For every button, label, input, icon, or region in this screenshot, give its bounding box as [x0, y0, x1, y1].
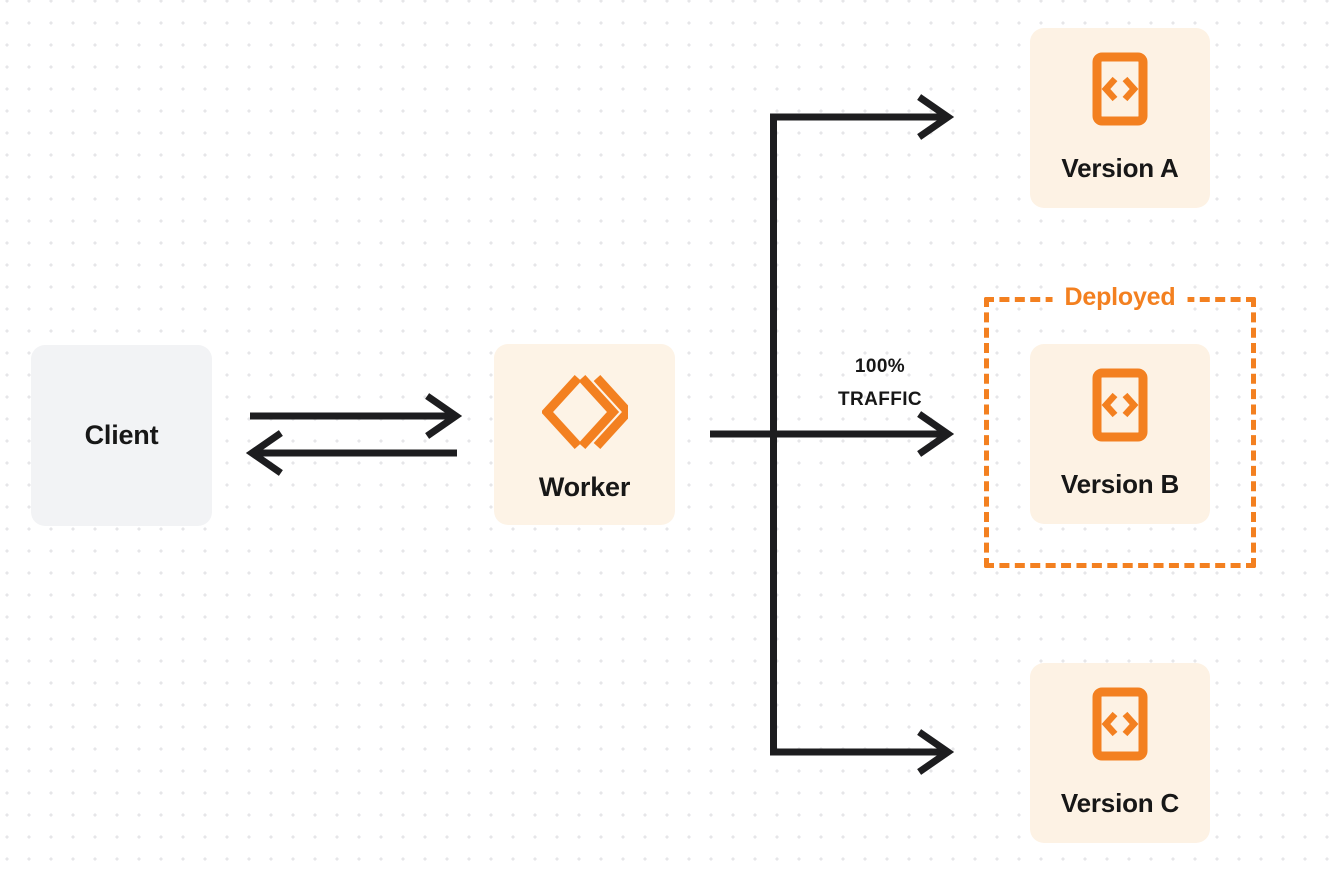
code-document-icon: [1092, 687, 1148, 766]
cloudflare-workers-logo-icon: [540, 373, 634, 456]
traffic-percent: 100%: [854, 356, 906, 377]
code-document-icon: [1092, 368, 1148, 447]
group-deployed: Deployed: [984, 282, 1256, 568]
node-version-c[interactable]: Version C: [1030, 663, 1210, 843]
edge-worker-to-client: [245, 430, 457, 476]
worker-label: Worker: [538, 471, 631, 502]
node-client[interactable]: Client: [31, 345, 212, 526]
node-worker[interactable]: Worker: [494, 344, 675, 525]
traffic-word: TRAFFIC: [837, 389, 923, 410]
node-version-b[interactable]: Version B: [1030, 344, 1210, 524]
edge-client-to-worker: [250, 393, 463, 439]
traffic-label: 100% TRAFFIC: [790, 350, 970, 416]
code-document-icon: [1092, 52, 1148, 131]
edge-router-to-version-a: [770, 94, 955, 140]
client-label: Client: [84, 420, 159, 450]
version-a-label: Version A: [1061, 153, 1179, 183]
edge-router-to-version-c: [770, 729, 955, 775]
deployed-label: Deployed: [1052, 282, 1188, 312]
node-version-a[interactable]: Version A: [1030, 28, 1210, 208]
version-b-label: Version B: [1060, 469, 1180, 499]
version-c-label: Version C: [1060, 788, 1180, 818]
edge-router-to-version-b: [773, 411, 955, 457]
